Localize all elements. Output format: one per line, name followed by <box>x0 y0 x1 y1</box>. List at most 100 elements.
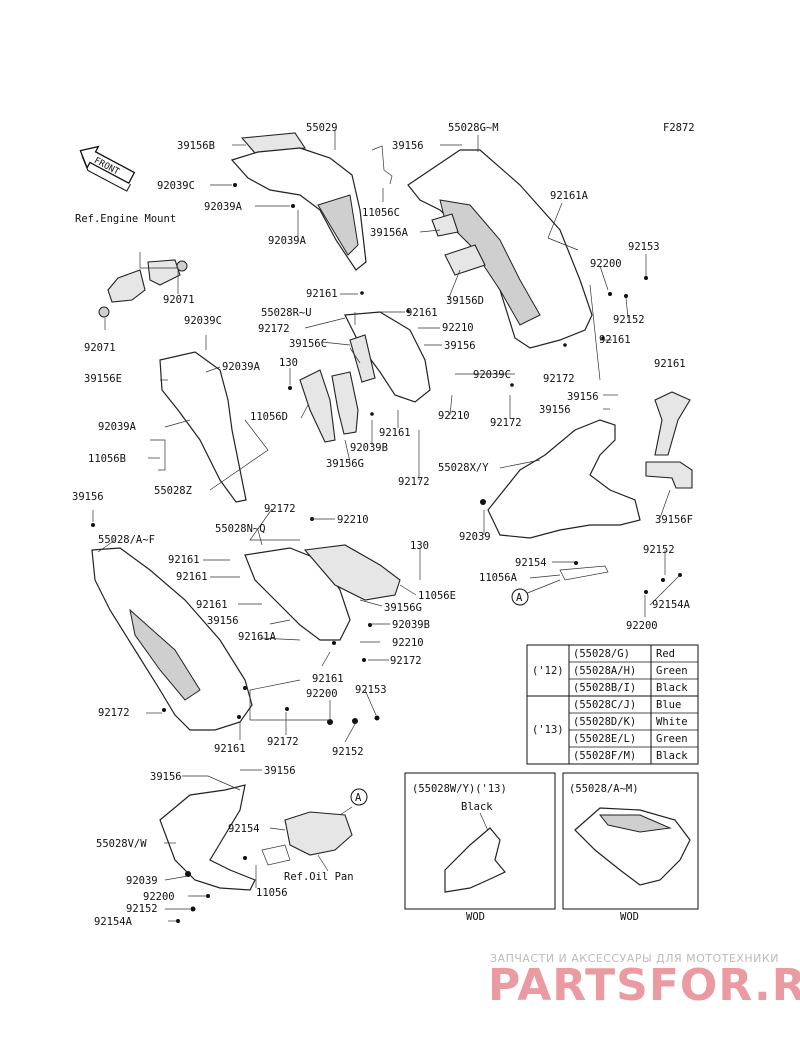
callout-label: 39156D <box>446 295 484 307</box>
callout-label: 92210 <box>392 637 424 649</box>
callout-label: 39156 <box>392 140 424 152</box>
callout-label: 39156 <box>72 491 104 503</box>
callout-label: 55028N~Q <box>215 523 266 535</box>
callout-label: 92200 <box>626 620 658 632</box>
watermark-brand: PARTSFOR.RU <box>488 960 800 1011</box>
callout-label: 92152 <box>643 544 675 556</box>
part-oil-pan <box>284 811 353 856</box>
callout-label: 39156 <box>264 765 296 777</box>
callout-label: 92172 <box>543 373 575 385</box>
table-code: (55028F/M) <box>573 750 636 762</box>
ref-engine-mount-label: Ref.Engine Mount <box>75 213 176 225</box>
inset-55028w: (55028W/Y)('13) Black WOD <box>404 772 556 923</box>
inset-sub: Black <box>461 801 493 813</box>
callout-label: 92152 <box>126 903 158 915</box>
table-color: Black <box>656 682 688 694</box>
table-code: (55028A/H) <box>573 665 636 677</box>
front-arrow-icon: FRONT <box>79 145 136 192</box>
callout-label: 92154 <box>515 557 547 569</box>
part-11056a-bracket <box>559 565 609 581</box>
part-39156e-pad <box>654 391 691 456</box>
callout-label: 55028X/Y <box>438 462 489 474</box>
marker-a-icon: A <box>511 588 529 606</box>
callout-label: 55028R~U <box>261 307 312 319</box>
callout-label: 92200 <box>306 688 338 700</box>
part-55028a-shade <box>129 608 201 701</box>
callout-label: 92152 <box>613 314 645 326</box>
part-55028x-side-cover <box>487 419 641 539</box>
callout-label: 92039B <box>392 619 430 631</box>
callout-label: 92210 <box>442 322 474 334</box>
table-color: Green <box>656 665 688 677</box>
part-39156d-pad <box>444 244 486 276</box>
callout-label: 11056A <box>479 572 518 584</box>
inset-footer: WOD <box>620 911 639 923</box>
callout-label: 11056B <box>88 453 126 465</box>
callout-label: 92161 <box>599 334 631 346</box>
callout-label: 39156G <box>384 602 422 614</box>
part-11056b-bracket <box>150 439 166 471</box>
callout-label: 92039A <box>98 421 137 433</box>
callout-label: 39156G <box>326 458 364 470</box>
callout-label: 92161A <box>238 631 277 643</box>
inset-55028a: (55028/A~M) WOD <box>562 772 699 923</box>
watermark-tagline: ЗАПЧАСТИ И АКСЕССУАРЫ ДЛЯ МОТОТЕХНИКИ <box>490 952 779 965</box>
marker-label: A <box>516 592 523 604</box>
leader-lines <box>92 130 681 922</box>
callout-label: 92152 <box>332 746 364 758</box>
callout-label: 92039A <box>204 201 243 213</box>
marker-a-icon: A <box>350 788 368 806</box>
part-39156g-lower-pad <box>303 544 401 601</box>
callout-label: 92161 <box>306 288 338 300</box>
marker-label: A <box>355 792 362 804</box>
callout-label: 92172 <box>258 323 290 335</box>
table-code: (55028E/L) <box>573 733 636 745</box>
callout-label: 92039C <box>157 180 195 192</box>
callout-label: 39156C <box>289 338 327 350</box>
table-color: White <box>656 716 688 728</box>
callout-label: 92039A <box>268 235 307 247</box>
part-55028z-side-panel <box>159 351 247 503</box>
callout-label: 92153 <box>355 684 387 696</box>
table-color: Blue <box>656 699 681 711</box>
part-55029-shade <box>317 194 359 256</box>
table-code: (55028/G) <box>573 648 630 660</box>
callout-label: 92039A <box>222 361 261 373</box>
callout-label: 92039 <box>126 875 158 887</box>
fasteners <box>91 183 682 923</box>
callout-label: 92161 <box>654 358 686 370</box>
part-11056-bracket <box>261 844 291 866</box>
callout-label: 92039C <box>473 369 511 381</box>
table-year: ('12) <box>532 665 564 677</box>
callout-label: 92172 <box>390 655 422 667</box>
ref-oil-pan-label: Ref.Oil Pan <box>284 871 354 883</box>
table-code: (55028D/K) <box>573 716 636 728</box>
callout-label: 92161 <box>214 743 246 755</box>
callout-label: 55028V/W <box>96 838 147 850</box>
callout-label: 130 <box>279 357 298 369</box>
callout-label: 39156A <box>370 227 409 239</box>
callout-label: 92154A <box>652 599 691 611</box>
part-55028v-under-cowl <box>159 784 256 891</box>
callout-label: 92161 <box>168 554 200 566</box>
table-year: ('13) <box>532 724 564 736</box>
part-55028a-lower-cowl <box>91 547 253 731</box>
callout-label: 92161 <box>196 599 228 611</box>
callout-label: 11056E <box>418 590 456 602</box>
callout-label: 39156 <box>444 340 476 352</box>
callout-label: 55028Z <box>154 485 192 497</box>
color-table: ('12) (55028/G) Red (55028A/H) Green (55… <box>526 644 699 765</box>
table-code: (55028B/I) <box>573 682 636 694</box>
callout-label: 130 <box>410 540 429 552</box>
table-color: Black <box>656 750 688 762</box>
callout-label: 92172 <box>398 476 430 488</box>
callout-label: 92039C <box>184 315 222 327</box>
part-92071-grommet-2 <box>98 306 110 318</box>
callout-label: 92172 <box>490 417 522 429</box>
callout-label: 92210 <box>438 410 470 422</box>
callout-label: 55028/A~F <box>98 534 155 546</box>
part-55029-inner-cover <box>230 147 367 271</box>
part-11056c-bracket <box>371 145 393 185</box>
callout-labels: 39156B 55029 39156 55028G~M 92039C 92039… <box>72 122 693 928</box>
